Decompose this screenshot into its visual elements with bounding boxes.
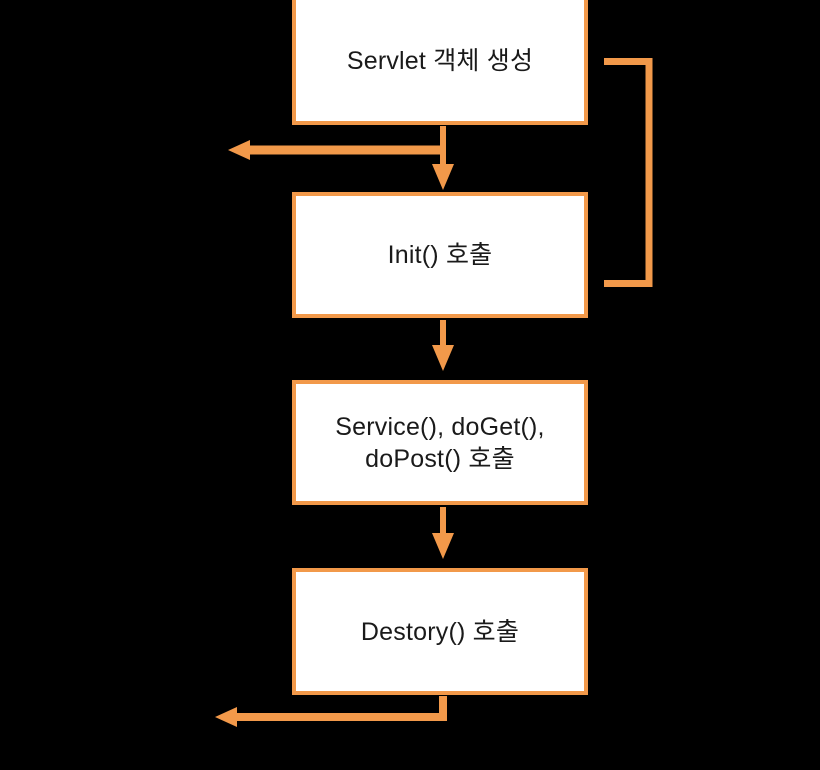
connector-service-to-destory	[432, 507, 454, 559]
connector-init-loop-right	[604, 58, 653, 287]
connector-init-to-service	[432, 320, 454, 371]
connector-create-exit-left	[228, 140, 443, 160]
node-servlet-create-label: Servlet 객체 생성	[346, 46, 534, 75]
node-servlet-create[interactable]: Servlet 객체 생성	[292, 0, 588, 125]
node-service-doget-dopost-call[interactable]: Service(), doGet(), doPost() 호출	[292, 380, 588, 505]
connector-create-to-init	[432, 126, 454, 190]
node-init-call-label: Init() 호출	[387, 241, 493, 269]
connector-destory-exit-left	[215, 696, 447, 727]
node-destory-call[interactable]: Destory() 호출	[292, 568, 588, 695]
node-destory-call-label: Destory() 호출	[360, 617, 520, 646]
node-init-call[interactable]: Init() 호출	[292, 192, 588, 318]
node-service-doget-dopost-call-label: Service(), doGet(), doPost() 호출	[335, 412, 545, 473]
